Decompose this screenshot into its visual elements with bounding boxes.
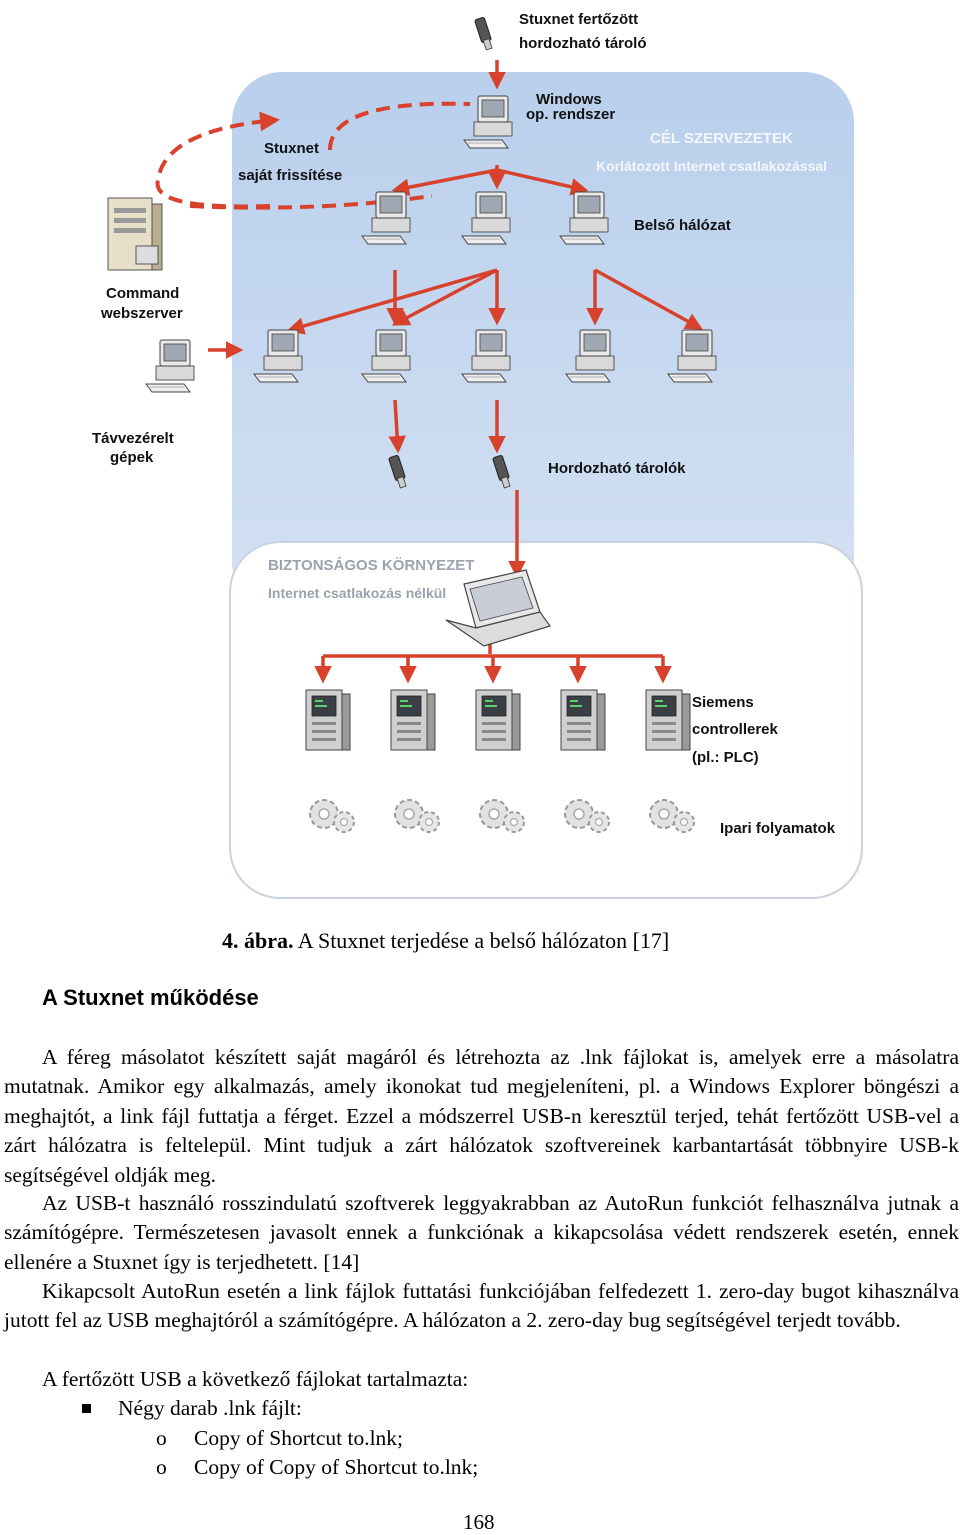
sub-bullet-marker: o: [156, 1426, 167, 1450]
secure-env-title: BIZTONSÁGOS KÖRNYEZET: [268, 557, 474, 574]
plc-icon: [390, 689, 436, 751]
industrial-label: Ipari folyamatok: [720, 820, 836, 837]
siemens-label-3: (pl.: PLC): [692, 749, 759, 766]
plc-icon: [645, 689, 691, 751]
stuxnet-diagram: Stuxnet fertőzött hordozható tároló Wind…: [92, 11, 863, 899]
usb-top-label-1: Stuxnet fertőzött: [519, 11, 638, 28]
paragraph-3: Kikapcsolt AutoRun esetén a link fájlok …: [4, 1279, 959, 1333]
remote-label-1: Távvezérelt: [92, 430, 174, 447]
plc-icon: [560, 689, 606, 751]
plc-icon: [305, 689, 351, 751]
windows-label-2: op. rendszer: [526, 106, 615, 123]
list-item: Négy darab .lnk fájlt:: [118, 1396, 302, 1420]
webserver-label-2: webszerver: [100, 305, 183, 322]
target-orgs-subtitle: Korlátozott Internet csatlakozással: [596, 158, 827, 174]
bullet-icon: [82, 1404, 91, 1413]
webserver-label-1: Command: [106, 285, 179, 302]
target-orgs-title: CÉL SZERVEZETEK: [650, 130, 793, 147]
paragraph-4: A fertőzött USB a következő fájlokat tar…: [42, 1367, 469, 1391]
siemens-label-2: controllerek: [692, 721, 779, 738]
self-update-arrow: [155, 111, 280, 209]
figure-caption: 4. ábra. A Stuxnet terjedése a belső hál…: [222, 928, 669, 954]
sub-bullet-marker: o: [156, 1455, 167, 1479]
infection-arrows: [208, 60, 704, 684]
secure-env-subtitle: Internet csatlakozás nélkül: [268, 585, 446, 601]
remote-arrow: [328, 101, 471, 151]
server-icon: [107, 197, 163, 271]
self-update-label-2: saját frissítése: [238, 167, 342, 184]
internal-net-label: Belső hálózat: [634, 217, 731, 234]
sub-list-item: Copy of Shortcut to.lnk;: [194, 1426, 404, 1450]
plc-icon: [475, 689, 521, 751]
usb-drive-icon: [474, 16, 493, 51]
remote-label-2: gépek: [110, 449, 154, 466]
paragraph-2: Az USB-t használó rosszindulatú szoftver…: [4, 1191, 959, 1274]
section-title: A Stuxnet működése: [42, 985, 259, 1010]
self-update-arrow-2: [189, 194, 433, 210]
laptop-icon: [445, 569, 551, 647]
remote-pc-icon: [145, 339, 195, 393]
page-number: 168: [463, 1510, 495, 1534]
paragraph-1: A féreg másolatot készített saját magáró…: [4, 1045, 959, 1187]
siemens-label-1: Siemens: [692, 694, 754, 711]
target-org-zone: [232, 72, 854, 612]
figure-number: 4. ábra.: [222, 928, 294, 953]
removable-label: Hordozható tárolók: [548, 460, 686, 477]
usb-top-label-2: hordozható tároló: [519, 35, 647, 52]
figure-caption-text: A Stuxnet terjedése a belső hálózaton [1…: [293, 928, 670, 953]
sub-list-item: Copy of Copy of Shortcut to.lnk;: [194, 1455, 479, 1479]
self-update-label-1: Stuxnet: [264, 140, 319, 157]
windows-label-1: Windows: [536, 91, 602, 108]
secure-zone: [229, 541, 863, 899]
